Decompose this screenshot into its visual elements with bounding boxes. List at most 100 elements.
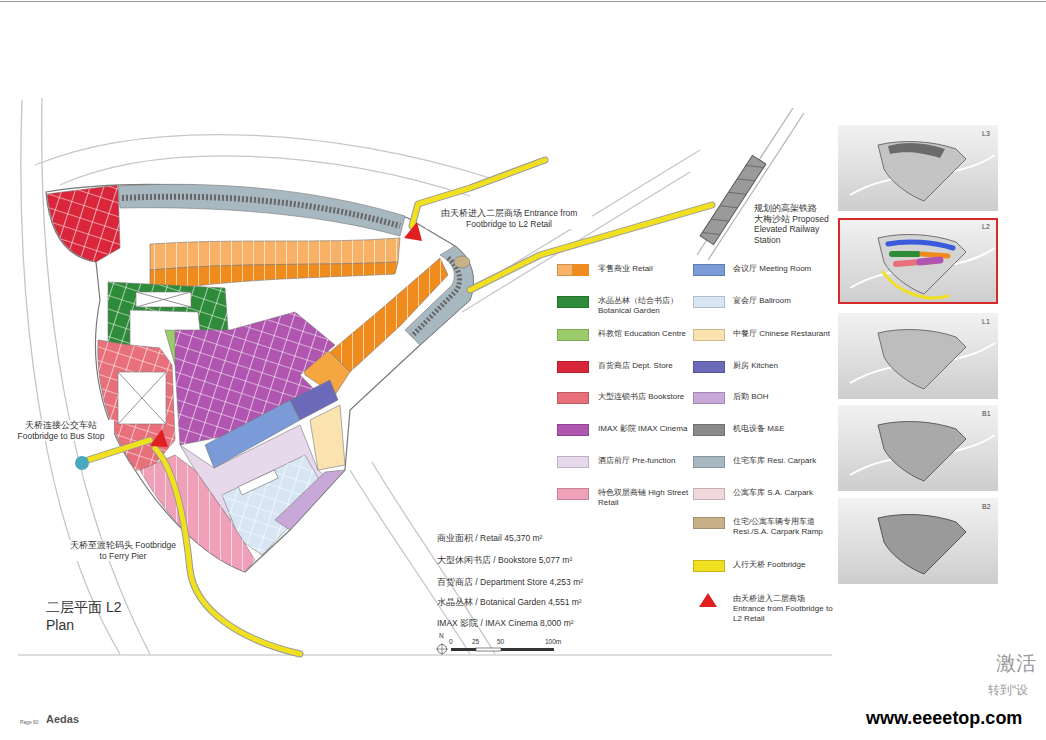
legend-text: 厨房 Kitchen [733,361,833,371]
level-tag-slot: B1 [982,409,991,418]
plan-zone [205,400,300,468]
legend-swatch [557,296,589,308]
scale-number: 100m [545,638,561,646]
level-thumbnail [888,242,953,248]
plan-zone [136,292,191,307]
legend-text: 水晶丛林（结合书店） Botanical Garden [598,296,690,316]
level-thumbnail [892,251,918,257]
plan-zone [47,184,474,572]
legend-text: 公寓车库 S.A. Carpark [733,488,833,498]
plan-zone [330,258,448,372]
bus-stop [75,456,89,470]
frame-line [0,1,1046,2]
legend-text-slot: 科教馆 Education Centre [598,329,690,339]
legend-text: IMAX 影院 IMAX Cinema [598,424,690,434]
area-figure-slot: 商业面积 / Retail 45,370 m² [437,533,542,544]
legend-text-slot: 厨房 Kitchen [733,361,833,371]
legend-text: 住宅车库 Resi. Carpark [733,456,833,466]
callout-text: 由天桥进入二层商场 Entrance from Footbridge to L2… [426,208,592,229]
entrance-arrow [150,222,717,607]
scale-number: 25 [472,638,479,646]
legend-text-slot: 住宅车库 Resi. Carpark [733,456,833,466]
plan-zone [118,372,166,424]
plan-title: 二层平面 L2 Plan [46,598,124,634]
scale-number-slot: 25 [472,638,479,646]
scale-number-slot: 0 [449,638,453,646]
level-thumbnail [878,330,966,389]
legend-swatch [693,392,725,404]
level-tag-slot: L3 [982,129,990,138]
level-tag: L2 [982,222,990,231]
callout-text-slot: 规划的高架铁路 大梅沙站 Proposed Elevated Railway S… [752,203,838,245]
callout-text-slot: 天桥连接公交车站 Footbridge to Bus Stop [8,420,114,441]
level-thumbnail [896,262,920,264]
legend-text-slot: 公寓车库 S.A. Carpark [733,488,833,498]
legend-swatch [557,456,589,468]
legend-text: 中餐厅 Chinese Restaurant [733,329,833,339]
plan-zone [118,184,405,236]
plan-zone [150,238,400,292]
north-mark: N [439,632,444,640]
legend-swatch-part [573,264,589,276]
legend-text: 零售商业 Retail [598,264,690,274]
level-tag-slot: B2 [982,502,991,511]
level-thumbnail [878,515,966,574]
callout-text-slot: 天桥至渡轮码头 Footbridge to Ferry Pier [68,540,178,561]
legend-text: 住宅/公寓车辆专用车道 Resi./S.A. Carpark Ramp [733,517,833,537]
legend-swatch [693,517,725,529]
legend-text-slot: 百货商店 Dept. Store [598,361,690,371]
legend-text-slot: 大型连锁书店 Bookstore [598,392,690,402]
legend-text: 由天桥进入二层商场 Entrance from Footbridge to L2… [733,594,833,624]
watermark-slot: 激活 [996,651,1036,675]
level-thumbnail [878,422,966,481]
watermark: 激活 [996,651,1036,675]
area-figure-slot: 水晶丛林 / Botanical Garden 4,551 m² [437,597,582,608]
legend-text-slot: 后勤 BOH [733,392,833,402]
legend-text-slot: 会议厅 Meeting Room [733,264,833,274]
legend-text-slot: IMAX 影院 IMAX Cinema [598,424,690,434]
area-figure-slot: IMAX 影院 / IMAX Cinema 8,000 m² [437,618,574,629]
legend-swatch [693,264,725,276]
plan-zone [118,372,166,424]
north-mark-slot: N [439,632,444,640]
building-outline [46,184,474,572]
level-tag: B2 [982,502,991,511]
firm-logo: Aedas [46,713,79,726]
legend-swatch [557,361,589,373]
level-thumbnail [838,125,998,211]
plan-zone [275,470,345,530]
level-thumbnail [839,219,997,303]
legend-text: 机电设备 M&E [733,424,833,434]
level-thumbnail [838,313,998,399]
plan-zone [122,197,400,226]
entrance-arrow [150,429,168,447]
level-thumbnail [838,218,998,304]
level-tag: L1 [982,317,990,326]
legend-text-slot: 由天桥进入二层商场 Entrance from Footbridge to L2… [733,594,833,624]
callout-text: 天桥连接公交车站 Footbridge to Bus Stop [8,420,114,441]
legend-text-slot: 特色双层商铺 High Street Retail [598,488,690,508]
scale-bar [476,648,501,651]
bus-stop [75,456,89,470]
legend-swatch [557,264,573,276]
legend-text: 科教馆 Education Centre [598,329,690,339]
level-thumbnail [888,143,945,158]
legend-text-slot: 住宅/公寓车辆专用车道 Resi./S.A. Carpark Ramp [733,517,833,537]
level-thumbnail [838,405,998,491]
level-thumbnail [922,254,948,256]
footbridge [88,160,712,654]
watermark: 转到“设 [988,683,1028,698]
scale-bar [436,643,448,655]
legend-text: 会议厅 Meeting Room [733,264,833,274]
plan-zone [310,405,345,470]
legend-text: 特色双层商铺 High Street Retail [598,488,690,508]
level-thumbnail [883,242,953,298]
legend-text-slot: 中餐厅 Chinese Restaurant [733,329,833,339]
scale-bar [451,648,476,651]
page-number-slot: Page 60 [20,719,39,725]
legend-text: 百货商店 Dept. Store [598,361,690,371]
entrance-arrow [699,593,717,607]
area-figure: 百货商店 / Department Store 4,253 m² [437,577,583,588]
footbridge [88,440,150,460]
level-tag-slot: L2 [982,222,990,231]
